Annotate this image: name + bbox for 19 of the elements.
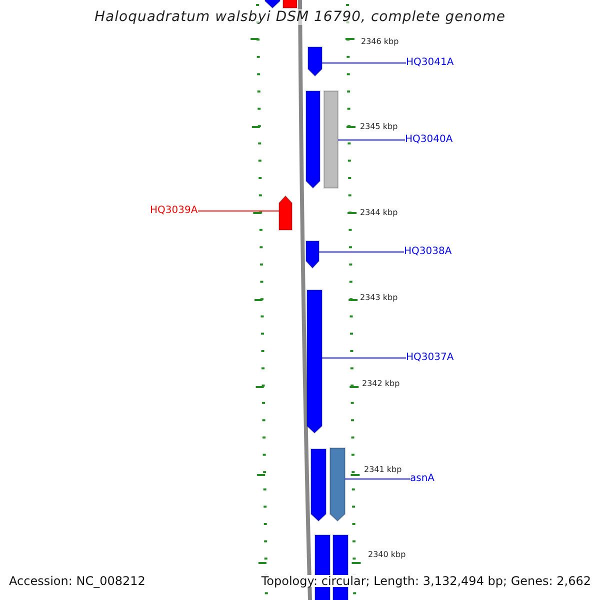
leader-line <box>322 62 406 64</box>
gene-label: HQ3038A <box>404 246 452 258</box>
scale-label: 2342 kbp <box>362 379 400 389</box>
scale-label: 2341 kbp <box>364 465 402 475</box>
scale-label: 2345 kbp <box>360 122 398 132</box>
gene-label: HQ3037A <box>406 352 454 364</box>
scale-label: 2344 kbp <box>360 208 398 218</box>
leader-line <box>344 478 410 480</box>
accession-note: Accession: NC_008212 <box>9 575 146 587</box>
scale-label: 2346 kbp <box>361 37 399 47</box>
gene-label: HQ3041A <box>406 57 454 69</box>
gene-label: HQ3040A <box>405 134 453 146</box>
gene-label: asnA <box>410 473 435 485</box>
leader-line <box>198 210 280 212</box>
genome-summary: Topology: circular; Length: 3,132,494 bp; Genes: 2,662 <box>261 575 591 587</box>
diagram-title: Haloquadratum walsbyi DSM 16790, complete genome <box>94 9 506 25</box>
gene-label: HQ3039A <box>150 205 198 217</box>
scale-label: 2340 kbp <box>368 550 406 560</box>
scale-label: 2343 kbp <box>360 293 398 303</box>
